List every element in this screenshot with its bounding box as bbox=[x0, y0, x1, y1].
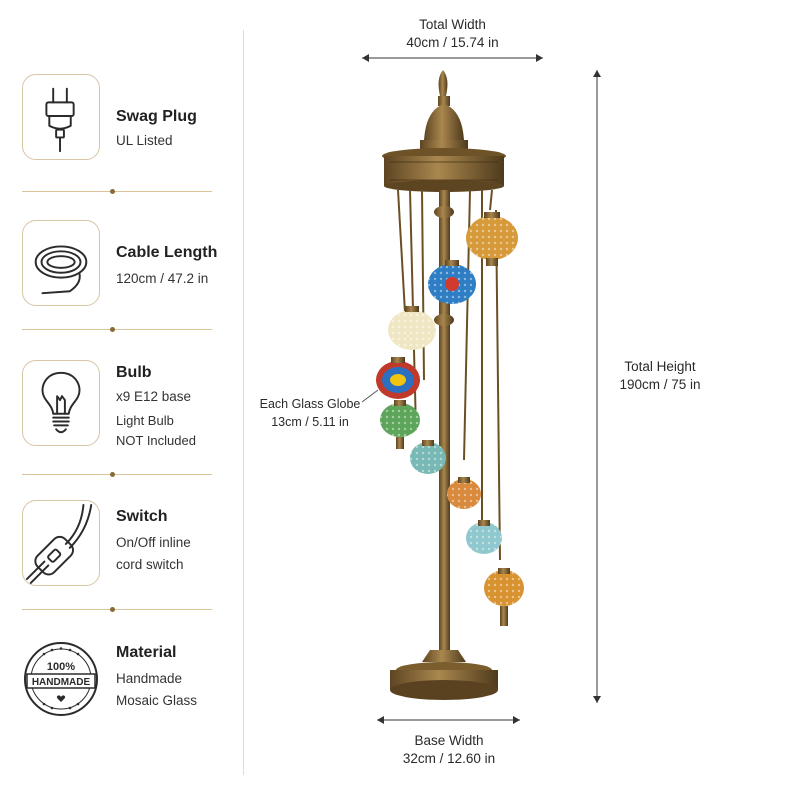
total-width-label: Total Width 40cm / 15.74 in bbox=[370, 16, 535, 52]
globe-cream bbox=[388, 306, 436, 350]
feature-title: Cable Length bbox=[116, 244, 218, 261]
globe-callout-line bbox=[361, 389, 379, 403]
feature-switch: Switch On/Off inline cord switch bbox=[22, 500, 222, 590]
base-width-value: 32cm / 12.60 in bbox=[402, 751, 496, 766]
feature-detail: NOT Included bbox=[116, 433, 196, 448]
feature-title: Switch bbox=[116, 508, 168, 525]
base-width-title: Base Width bbox=[414, 733, 484, 748]
handmade-badge-icon: 100% HANDMADE bbox=[22, 636, 100, 722]
globe-amber-bottom bbox=[484, 568, 524, 626]
lamp-crown bbox=[382, 70, 506, 192]
feature-detail: Light Bulb bbox=[116, 413, 174, 428]
feature-detail: x9 E12 base bbox=[116, 389, 192, 404]
globe-aqua bbox=[466, 520, 502, 554]
dimension-arrows bbox=[362, 54, 601, 724]
lamp-globes bbox=[376, 212, 524, 626]
feature-swag-plug: Swag Plug UL Listed bbox=[22, 74, 222, 164]
total-height-title: Total Height bbox=[624, 359, 696, 374]
feature-detail: cord switch bbox=[116, 557, 184, 572]
globe-size-title: Each Glass Globe bbox=[259, 397, 361, 411]
feature-title: Swag Plug bbox=[116, 108, 197, 125]
globe-size-label: Each Glass Globe 13cm / 5.11 in bbox=[252, 395, 368, 431]
separator bbox=[22, 472, 212, 477]
separator bbox=[22, 327, 212, 332]
badge-text: HANDMADE bbox=[32, 677, 91, 688]
plug-icon bbox=[22, 74, 100, 160]
feature-material: 100% HANDMADE Material Handmade Mosaic G… bbox=[22, 636, 222, 726]
total-height-label: Total Height 190cm / 75 in bbox=[605, 358, 715, 394]
total-width-value: 40cm / 15.74 in bbox=[406, 35, 499, 50]
feature-detail: Handmade bbox=[116, 671, 183, 686]
base-width-label: Base Width 32cm / 12.60 in bbox=[364, 732, 534, 768]
total-height-value: 190cm / 75 in bbox=[619, 377, 701, 392]
light-bulb-icon bbox=[22, 360, 100, 446]
feature-title: Material bbox=[116, 644, 177, 661]
globe-teal bbox=[410, 440, 446, 474]
cable-coil-icon bbox=[22, 220, 100, 306]
globe-amber-top bbox=[466, 212, 518, 266]
inline-switch-icon bbox=[22, 500, 100, 586]
feature-detail: Mosaic Glass bbox=[116, 693, 198, 708]
globe-size-value: 13cm / 5.11 in bbox=[271, 415, 349, 429]
feature-title: Bulb bbox=[116, 364, 152, 381]
feature-detail: On/Off inline bbox=[116, 535, 191, 550]
separator bbox=[22, 189, 212, 194]
feature-bulb: Bulb x9 E12 base Light Bulb NOT Included bbox=[22, 360, 222, 450]
globe-green bbox=[380, 400, 420, 449]
column-divider bbox=[243, 30, 244, 775]
lamp-base bbox=[390, 650, 498, 700]
badge-percent: 100% bbox=[47, 661, 75, 673]
feature-detail: 120cm / 47.2 in bbox=[116, 271, 209, 286]
lamp-pole bbox=[439, 190, 450, 660]
feature-cable-length: Cable Length 120cm / 47.2 in bbox=[22, 220, 222, 310]
globe-blue bbox=[428, 260, 476, 304]
globe-orange-mid bbox=[447, 477, 481, 509]
globe-rainbow bbox=[376, 357, 420, 399]
total-width-title: Total Width bbox=[419, 17, 486, 32]
feature-detail: UL Listed bbox=[116, 133, 173, 148]
separator bbox=[22, 607, 212, 612]
